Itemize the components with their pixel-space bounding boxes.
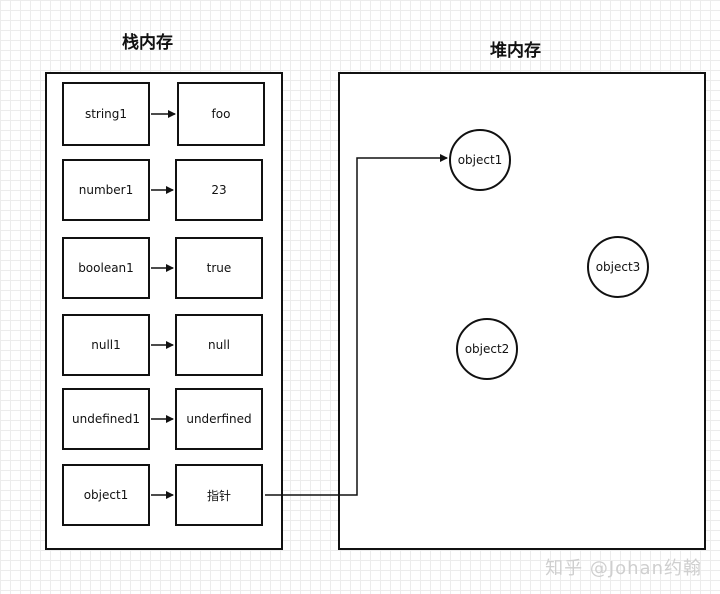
stack-variable-value: null: [175, 314, 263, 376]
heap-object-3: object3: [587, 236, 649, 298]
stack-memory-title: 栈内存: [122, 33, 173, 53]
stack-variable-name: number1: [62, 159, 150, 221]
watermark: 知乎 @Johan约翰: [545, 558, 702, 579]
heap-memory-title: 堆内存: [490, 41, 541, 61]
stack-variable-name: boolean1: [62, 237, 150, 299]
heap-object-2: object2: [456, 318, 518, 380]
stack-variable-value: 23: [175, 159, 263, 221]
stack-pointer-value: 指针: [175, 464, 263, 526]
stack-variable-name: object1: [62, 464, 150, 526]
stack-variable-value: foo: [177, 82, 265, 146]
stack-variable-value: true: [175, 237, 263, 299]
stack-variable-name: null1: [62, 314, 150, 376]
stack-variable-name: string1: [62, 82, 150, 146]
pointer-arrow-to-object1: [265, 154, 448, 496]
heap-memory-panel: [338, 72, 706, 550]
stack-variable-value: underfined: [175, 388, 263, 450]
stack-variable-name: undefined1: [62, 388, 150, 450]
heap-object-1: object1: [449, 129, 511, 191]
